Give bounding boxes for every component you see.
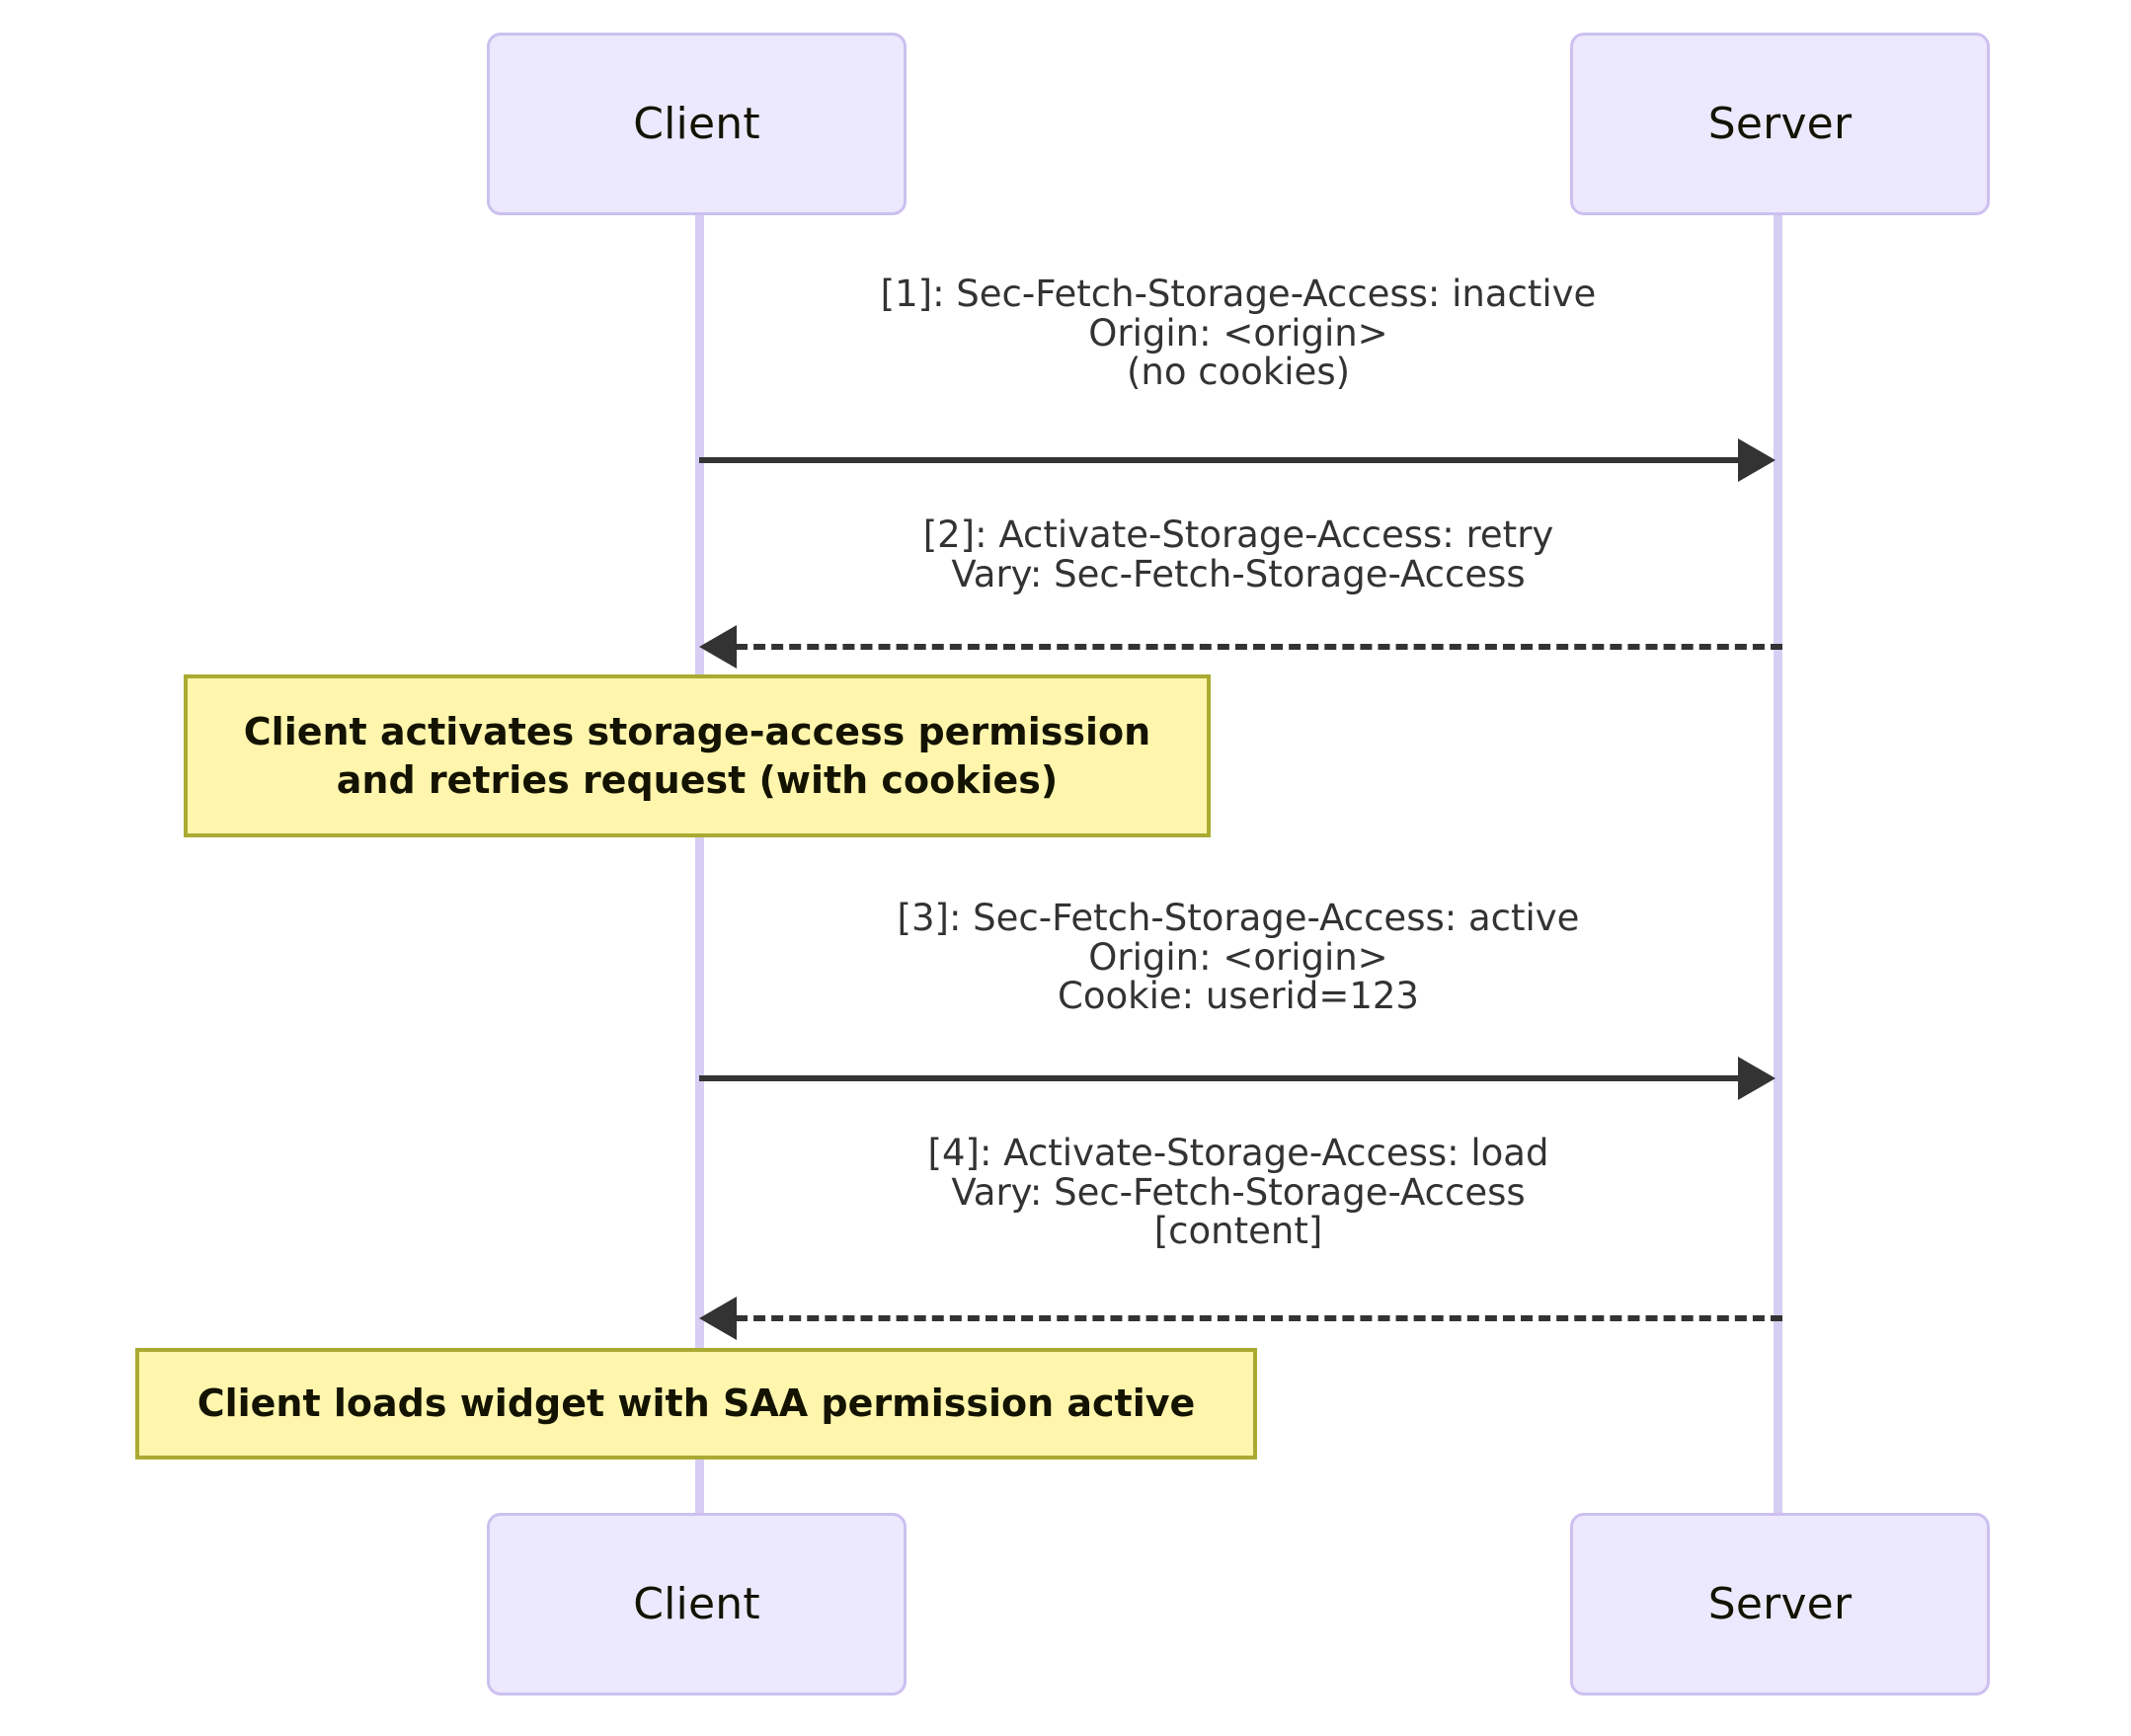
note-activate-storage-access: Client activates storage-access permissi… [184,674,1211,837]
participant-client-top[interactable]: Client [487,33,907,215]
participant-client-bottom[interactable]: Client [487,1513,907,1696]
participant-server-bottom-label: Server [1707,1579,1853,1629]
message-4-line [736,1315,1782,1321]
participant-server-top-label: Server [1707,99,1853,149]
message-2-line-2: Vary: Sec-Fetch-Storage-Access [951,552,1526,595]
message-2-line [736,644,1782,650]
message-4-line-1: [4]: Activate-Storage-Access: load [927,1132,1549,1174]
message-3-line-2: Origin: <origin> [1088,935,1388,979]
message-3-arrowhead-icon [1738,1057,1776,1100]
message-4-arrowhead-icon [699,1297,737,1340]
message-4-line-2: Vary: Sec-Fetch-Storage-Access [951,1170,1526,1214]
lifeline-client [695,215,704,1513]
message-3-line-1: [3]: Sec-Fetch-Storage-Access: active [897,897,1580,939]
note-load-widget: Client loads widget with SAA permission … [135,1348,1257,1460]
lifeline-server [1774,215,1782,1513]
message-1-line-2: Origin: <origin> [1088,311,1388,355]
message-4-line-3: [content] [1153,1210,1323,1253]
participant-server-bottom[interactable]: Server [1570,1513,1990,1696]
message-3-line [699,1075,1741,1081]
message-1-line [699,457,1741,463]
message-2-arrowhead-icon [699,625,737,669]
message-1-line-3: (no cookies) [1126,351,1351,394]
participant-client-top-label: Client [633,99,760,149]
participant-client-bottom-label: Client [633,1579,760,1629]
message-1-arrowhead-icon [1738,438,1776,482]
message-2-line-1: [2]: Activate-Storage-Access: retry [922,513,1554,556]
participant-server-top[interactable]: Server [1570,33,1990,215]
message-3-line-3: Cookie: userid=123 [1058,975,1419,1018]
note-activate-text: Client activates storage-access permissi… [243,709,1151,802]
note-load-text: Client loads widget with SAA permission … [197,1381,1196,1426]
message-1-line-1: [1]: Sec-Fetch-Storage-Access: inactive [880,273,1597,315]
